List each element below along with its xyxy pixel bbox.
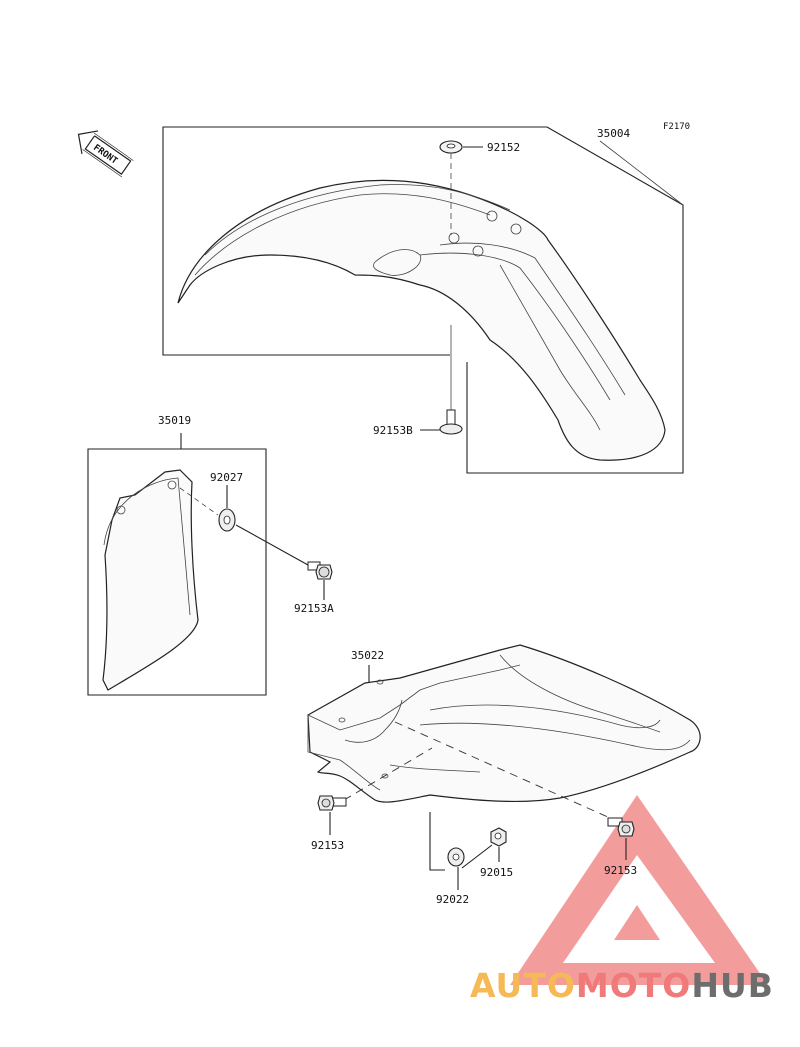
part-label-92152: 92152 xyxy=(487,141,520,154)
side-cover-frame xyxy=(87,433,267,696)
part-label-92153-left: 92153 xyxy=(311,839,344,852)
part-label-92153-right: 92153 xyxy=(604,864,637,877)
part-label-92153A: 92153A xyxy=(294,602,334,615)
front-direction-arrow: FRONT xyxy=(77,130,134,178)
part-label-92015: 92015 xyxy=(480,866,513,879)
part-label-92022: 92022 xyxy=(436,893,469,906)
side-cover xyxy=(102,469,199,691)
part-label-35022: 35022 xyxy=(351,649,384,662)
nut-92015 xyxy=(490,827,507,847)
bolt-92153A xyxy=(307,561,333,580)
bolt-92153B xyxy=(439,409,463,435)
watermark-logo xyxy=(510,795,768,985)
rear-fender xyxy=(307,644,701,803)
front-fender-frame xyxy=(162,126,547,356)
bolt-92153-right xyxy=(607,817,635,837)
watermark-moto: MOTO xyxy=(576,966,691,1005)
front-fender xyxy=(177,179,666,461)
part-label-92153B: 92153B xyxy=(373,424,413,437)
washer-92152 xyxy=(439,140,463,154)
part-label-35019: 35019 xyxy=(158,414,191,427)
watermark-triangle-icon xyxy=(510,795,768,985)
figure-code: F2170 xyxy=(663,122,690,132)
bolt-92153-left xyxy=(317,795,347,811)
washer-92027 xyxy=(218,508,236,532)
watermark-auto: AUTO xyxy=(470,966,576,1005)
washer-92022 xyxy=(447,847,465,867)
watermark-text: AUTOMOTOHUB xyxy=(470,966,774,1005)
watermark-hub: HUB xyxy=(691,966,774,1005)
part-label-92027: 92027 xyxy=(210,471,243,484)
part-label-35004: 35004 xyxy=(597,127,630,140)
svg-text:AUTOMOTOHUB: AUTOMOTOHUB xyxy=(470,966,774,1005)
